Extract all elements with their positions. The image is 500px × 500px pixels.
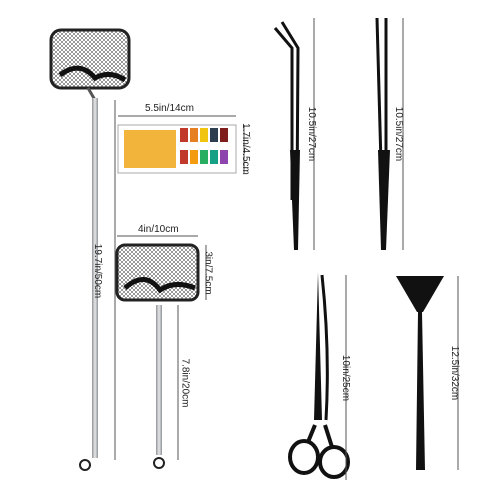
small-net-handle [156, 305, 162, 455]
curved-tweezers-length-label: 10.5in/27cm [306, 106, 318, 162]
small-net-length-label: 7.8in/20cm [179, 358, 191, 408]
large-net-length-label: 19.7in/50cm [92, 243, 104, 299]
large-net-ring [79, 459, 91, 471]
curved-tweezers [273, 18, 315, 250]
strip-yellow-area [124, 130, 176, 168]
spatula-length-label: 12.5in/32cm [449, 345, 461, 401]
large-net-handle [92, 98, 98, 458]
small-net-height-label: 3in/7.5cm [202, 251, 214, 295]
large-fish-net [49, 28, 131, 471]
scissors [288, 272, 350, 480]
small-net-head [115, 243, 200, 302]
straight-tweezers-length-label: 10.5in/27cm [393, 106, 405, 162]
strip-width-label: 5.5in/14cm [145, 103, 194, 114]
small-fish-net [115, 235, 207, 469]
small-net-width-label: 4in/10cm [138, 224, 179, 235]
scissors-length-label: 10in/25cm [340, 354, 352, 402]
large-net-head [49, 28, 131, 90]
test-strip-pack [117, 115, 245, 174]
strip-height-label: 1.7in/4.5cm [239, 123, 251, 175]
straight-tweezers [375, 17, 404, 250]
spatula [396, 276, 459, 470]
